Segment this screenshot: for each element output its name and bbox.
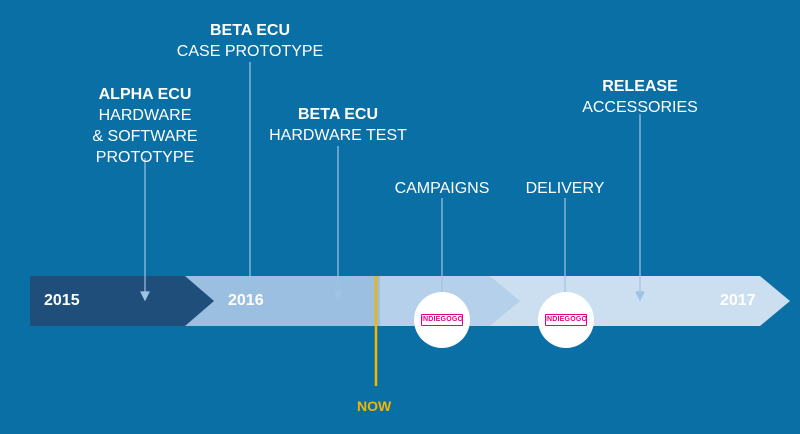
milestone-line: DELIVERY (525, 180, 605, 197)
logo-text: INDIEGOGO (420, 316, 464, 323)
milestone-line: PROTOTYPE (95, 149, 195, 166)
year-2015-label: 2015 (44, 292, 80, 309)
year-2016-label: 2016 (228, 292, 264, 309)
milestone-beta-case: BETA ECU CASE PROTOTYPE (170, 20, 330, 62)
milestone-alpha-ecu: ALPHA ECU HARDWARE & SOFTWARE PROTOTYPE (65, 84, 225, 168)
milestone-release: RELEASE ACCESSORIES (560, 76, 720, 118)
indiegogo-logo-campaigns: INDIEGOGO (414, 292, 470, 348)
milestone-beta-hardware: BETA ECU HARDWARE TEST (258, 104, 418, 146)
arrow-alpha-icon (140, 291, 150, 302)
timeline-segment-2016 (185, 276, 380, 326)
indiegogo-logo-icon (421, 314, 463, 326)
milestone-line: ACCESSORIES (582, 99, 698, 116)
arrow-beta-hw-icon (333, 291, 343, 302)
milestone-campaigns: CAMPAIGNS (372, 178, 512, 199)
indiegogo-logo-delivery: INDIEGOGO (538, 292, 594, 348)
now-label: NOW (357, 398, 392, 414)
milestone-line: HARDWARE TEST (269, 127, 407, 144)
logo-text: INDIEGOGO (544, 316, 588, 323)
milestone-title: RELEASE (602, 78, 678, 95)
indiegogo-logo-icon (545, 314, 587, 326)
arrow-release-icon (635, 291, 645, 302)
milestone-line: & SOFTWARE (92, 128, 198, 145)
year-2017-label: 2017 (720, 292, 756, 309)
milestone-line: HARDWARE (98, 107, 192, 124)
milestone-title: BETA ECU (298, 106, 378, 123)
milestone-line: CAMPAIGNS (394, 180, 490, 197)
milestone-title: ALPHA ECU (98, 86, 192, 103)
milestone-delivery: DELIVERY (495, 178, 635, 199)
timeline-segment-2015 (30, 276, 214, 326)
milestone-line: CASE PROTOTYPE (176, 43, 324, 60)
milestone-title: BETA ECU (210, 22, 290, 39)
